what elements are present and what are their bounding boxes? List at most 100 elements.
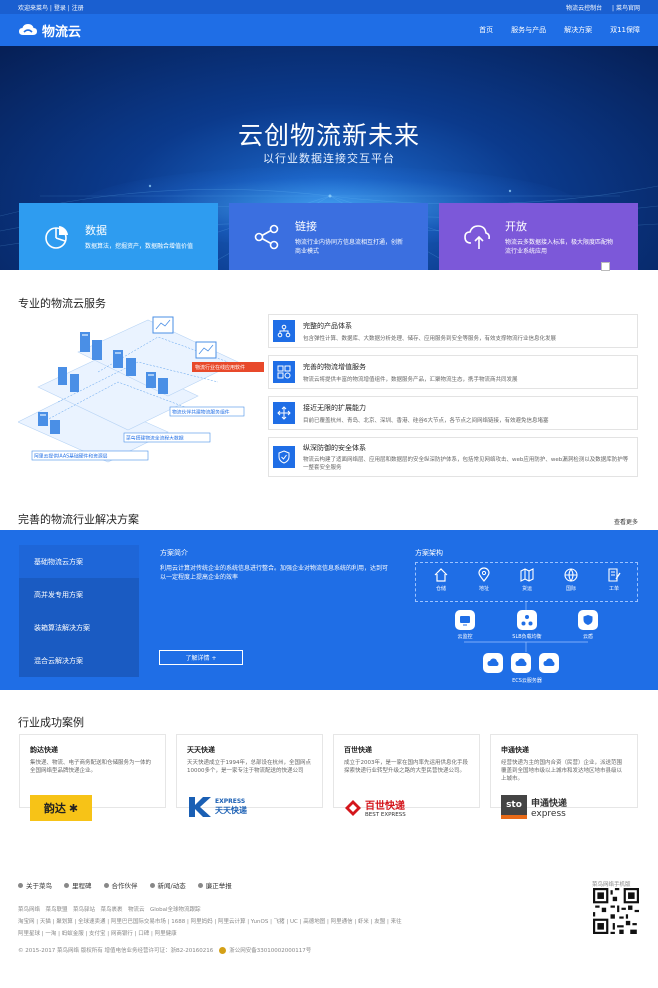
case-name: 百世快递: [344, 746, 372, 754]
diagram-label-apps: 物流行业在线应用软件: [195, 364, 245, 371]
case-name: 天天快递: [187, 746, 215, 754]
services-title: 专业的物流云服务: [18, 297, 106, 310]
qr-code-icon: [593, 888, 639, 934]
nav-products[interactable]: 服务与产品: [511, 26, 547, 34]
footer-link-partners[interactable]: 合作伙伴: [103, 880, 138, 890]
case-name: 韵达快递: [30, 746, 58, 754]
copyright-text: © 2015-2017 菜鸟网络 版权所有 增值电信业务经营许可证：浙B2-20…: [18, 948, 214, 954]
feature-desc: 物流云多数据接入标准，极大限度匹配物流行业系统应用: [505, 238, 614, 255]
qr-label: 菜鸟网络手机版: [592, 882, 631, 888]
beian-text[interactable]: 浙公网安备33010002000117号: [229, 948, 312, 954]
footer-links: 关于菜鸟 里程碑 合作伙伴 新闻/动态 廉正举报: [18, 880, 244, 890]
arch-item-ticket: 工单: [599, 567, 629, 592]
learn-more-button[interactable]: 了解详情 +: [159, 650, 243, 665]
feature-card-link[interactable]: 链接 物流行业内协同方信息流相互打通，创新商业模式: [229, 203, 428, 270]
case-desc: 集快递、物流、电子商务配送和仓储服务为一体的全国网络型品牌快递企业。: [30, 760, 152, 774]
hierarchy-icon: [277, 324, 291, 338]
hero-title: 云创物流新未来: [237, 121, 420, 150]
nav-double11[interactable]: 双11保障: [610, 26, 640, 34]
service-item-product[interactable]: 完整的产品体系包含弹性计算、数据库、大数据分析处理、储存、应用服务到安全等服务，…: [268, 314, 638, 348]
feature-desc: 数据算法，挖掘资产，数据融合增值价值: [85, 243, 194, 250]
main-nav: 物流云 首页 服务与产品 解决方案 双11保障: [0, 14, 658, 46]
footer-row-alibaba[interactable]: 淘宝网 | 天猫 | 聚划算 | 全球速卖通 | 阿里巴巴国际交易市场 | 16…: [18, 919, 402, 925]
bullet-icon: [64, 882, 69, 888]
tab-packing-algorithm[interactable]: 装箱算法解决方案: [19, 611, 139, 644]
cloud-upload-icon: [464, 224, 490, 249]
load-balancer-icon: [521, 615, 533, 626]
solution-intro-text: 利用云计算对传统企业的系统信息进行整合。加强企业对物流信息系统的利用，达到可以一…: [160, 565, 389, 581]
globe-icon: [564, 568, 578, 582]
best-express-logo: 百世快递 BEST EXPRESS: [344, 797, 406, 818]
tiantian-k-mark: [189, 797, 211, 817]
footer-link-about[interactable]: 关于菜鸟: [18, 880, 52, 890]
architecture-title: 方案架构: [415, 549, 443, 557]
feature-title: 数据: [85, 224, 107, 237]
footer-link-milestones[interactable]: 里程碑: [64, 880, 92, 890]
console-link[interactable]: 物流云控制台: [566, 4, 603, 12]
service-item-security[interactable]: 纵深防御的安全体系物流云构建了适面网络层、应用层和数据层的安全纵深防护体系，包括…: [268, 437, 638, 477]
logo[interactable]: 物流云: [18, 21, 81, 40]
architecture-box: 仓储 地址 货运 国际 工单: [415, 562, 638, 602]
case-card-sto[interactable]: 申通快递 经营快递为主的国内合资（民营）企业，派送范围覆盖到全国地市级以上城市和…: [490, 734, 638, 819]
node-cloud-shield: 云盾: [563, 610, 613, 640]
arch-item-freight: 货运: [512, 567, 542, 592]
feature-desc: 物流行业内协同方信息流相互打通，创新商业模式: [295, 238, 404, 255]
footer-row-cainiao[interactable]: 菜鸟网络 菜鸟联盟 菜鸟驿站 菜鸟裹裹 物流云 Global全球物流跟踪: [18, 907, 201, 913]
location-pin-icon: [478, 567, 490, 582]
service-title: 完整的产品体系: [303, 321, 352, 330]
nav-solutions[interactable]: 解决方案: [564, 26, 593, 34]
service-item-scalability[interactable]: 接近无限的扩展能力目前已覆盖杭州、青岛、北京、深圳、香港、硅谷6大节点，各节点之…: [268, 396, 638, 430]
service-item-value-added[interactable]: 完善的物流增值服务物流云将提供丰富的物流增值组件，数据服务产品，汇聚物流生态，携…: [268, 355, 638, 389]
cases-title: 行业成功案例: [18, 716, 84, 729]
register-link[interactable]: 注册: [71, 4, 84, 12]
architecture-connectors: [464, 602, 588, 652]
arch-item-warehouse: 仓储: [426, 567, 456, 592]
view-more-link[interactable]: 查看更多: [614, 519, 639, 526]
nav-home[interactable]: 首页: [479, 26, 494, 34]
solutions-panel: 基础物流云方案 高并发专用方案 装箱算法解决方案 混合云解决方案 方案简介 利用…: [0, 530, 658, 690]
service-title: 接近无限的扩展能力: [303, 403, 366, 412]
diagram-label-bigdata: 菜鸟搭建物流全流程大数据: [126, 435, 184, 442]
diagram-label-iaas: 阿里云提供IAAS基础硬件和资源层: [34, 453, 108, 460]
node-cloud-monitor: 云监控: [440, 610, 490, 640]
case-desc: 成立于2003年，是一家在国内率先运用供息化手段探索快递行业转型升级之路的大型民…: [344, 760, 468, 774]
cloud-server-icon: [515, 658, 527, 666]
hero-subtitle: 以行业数据连接交互平台: [263, 152, 395, 165]
cloud-logo-icon: [19, 24, 37, 35]
service-desc: 物流云构建了适面网络层、应用层和数据层的安全纵深防护体系，包括常见网络攻击、we…: [303, 456, 629, 471]
share-network-icon: [254, 224, 279, 249]
top-strip: 欢迎来菜鸟 | 登录 | 注册 物流云控制台 | 菜鸟官网: [0, 0, 658, 14]
bullet-icon: [149, 882, 155, 888]
home-icon: [434, 568, 448, 582]
bullet-icon: [197, 882, 203, 888]
yunda-logo: 韵达✱: [30, 795, 92, 821]
tab-basic-logistics[interactable]: 基础物流云方案: [19, 545, 139, 578]
best-mark-icon: [345, 799, 361, 816]
case-card-best[interactable]: 百世快递 成立于2003年，是一家在国内率先运用供息化手段探索快递行业转型升级之…: [333, 734, 480, 818]
feature-title: 链接: [295, 219, 317, 233]
feature-card-open[interactable]: 开放 物流云多数据接入标准，极大限度匹配物流行业系统应用: [439, 203, 638, 270]
feature-card-data[interactable]: 数据 数据算法，挖掘资产，数据融合增值价值: [19, 203, 218, 270]
case-card-yunda[interactable]: 韵达快递 集快递、物流、电子商务配送和仓储服务为一体的全国网络型品牌快递企业。 …: [19, 734, 166, 821]
service-desc: 目前已覆盖杭州、青岛、北京、深圳、香港、硅谷6大节点，各节点之间网络链接，有效避…: [303, 417, 549, 424]
tab-hybrid-cloud[interactable]: 混合云解决方案: [19, 644, 139, 677]
node-ecs: ECS云服务器: [512, 678, 542, 684]
official-site-link[interactable]: 菜鸟官网: [615, 4, 640, 12]
node-slb: SLB负载均衡: [502, 610, 552, 640]
case-desc: 经营快递为主的国内合资（民营）企业，派送范围覆盖到全国地市级以上城市和发达地区地…: [501, 760, 623, 782]
footer-row-alibaba-2[interactable]: 阿里星球 | 一淘 | 蚂蚁金服 | 支付宝 | 网商银行 | 口碑 | 阿里健…: [18, 931, 177, 937]
login-link[interactable]: 登录: [53, 4, 66, 12]
service-title: 完善的物流增值服务: [303, 362, 366, 371]
ecs-servers: [483, 653, 559, 673]
feature-title: 开放: [505, 219, 527, 233]
tab-high-concurrency[interactable]: 高并发专用方案: [19, 578, 139, 611]
service-desc: 物流云将提供丰富的物流增值组件，数据服务产品，汇聚物流生态，携手物流商共同发展: [303, 376, 518, 383]
edit-document-icon: [608, 568, 621, 582]
footer-link-news[interactable]: 新闻/动态: [149, 880, 186, 890]
case-card-tiantian[interactable]: 天天快递 天天快递成立于1994年，总部设在杭州，全国网点10000多个，是一家…: [176, 734, 323, 817]
footer-link-report[interactable]: 廉正举报: [197, 880, 232, 890]
pie-chart-icon: [45, 225, 68, 249]
service-title: 纵深防御的安全体系: [303, 443, 366, 452]
police-badge-icon: [219, 946, 227, 954]
monitor-icon: [460, 616, 470, 626]
